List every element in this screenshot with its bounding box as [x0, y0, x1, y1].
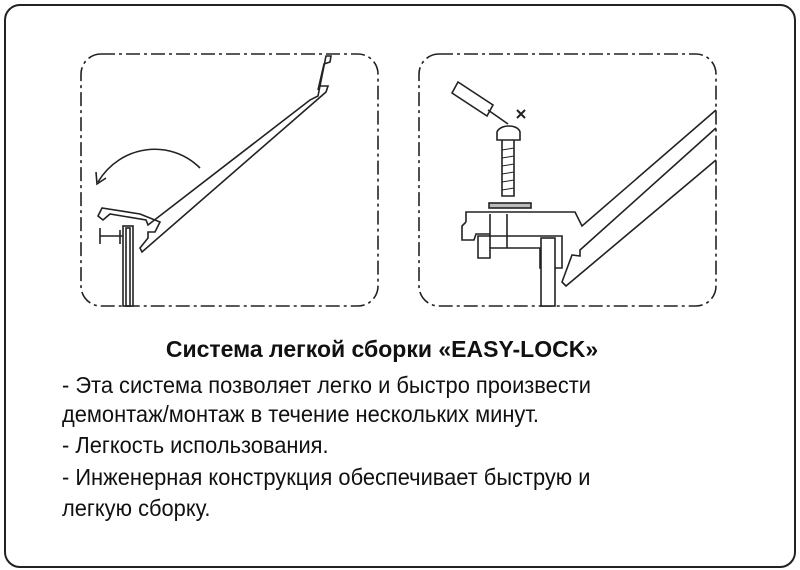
text-line: - Эта система позволяет легко и быстро п…	[62, 372, 591, 398]
right-panel-frame	[418, 53, 717, 307]
text-line: - Инженерная конструкция обеспечивает бы…	[62, 464, 591, 490]
left-panel-frame	[80, 53, 379, 307]
remove-x-icon	[516, 109, 526, 119]
screwdriver-icon	[450, 80, 509, 125]
text-line: легкую сборку.	[62, 495, 211, 521]
text-line: - Легкость использования.	[62, 432, 329, 458]
washer	[488, 202, 532, 209]
illustrations	[80, 53, 717, 307]
rotate-arrow-icon	[97, 148, 201, 183]
heading: Система легкой сборки «EASY-LOCK»	[165, 336, 599, 362]
screw-assembly-illustration	[450, 80, 717, 307]
text-line: демонтаж/монтаж в течение нескольких мин…	[62, 401, 539, 427]
tilt-open-illustration	[95, 55, 332, 307]
screw-icon	[496, 125, 521, 197]
page-border	[4, 4, 796, 568]
